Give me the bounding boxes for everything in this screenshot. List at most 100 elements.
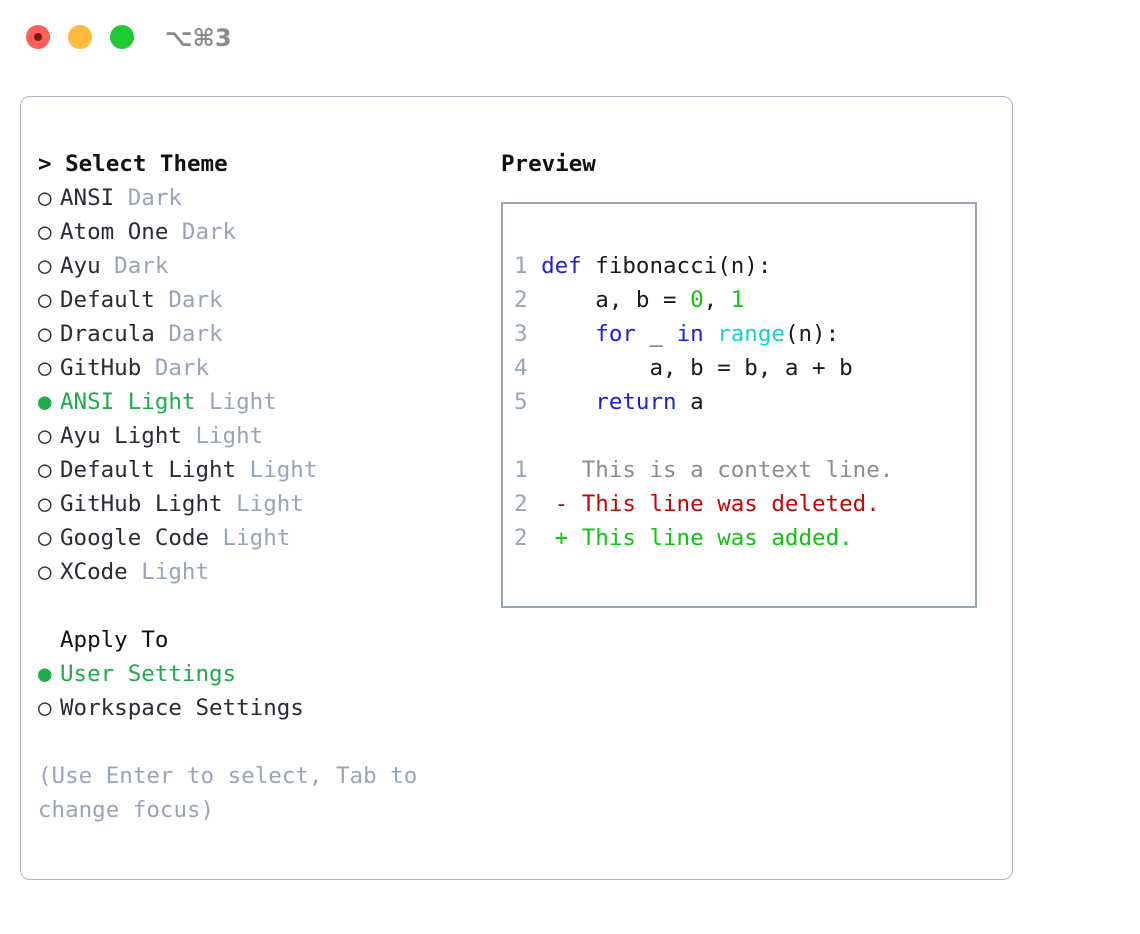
apply-to-header: ○ Apply To [38,623,498,657]
theme-option-variant-badge: Dark [154,321,223,347]
radio-unselected-icon: ○ [38,525,52,551]
apply-to-option-user-settings[interactable]: ● User Settings [38,657,498,691]
theme-option-label: GitHub Light [60,491,223,517]
theme-option-ansi[interactable]: ○ANSI Dark [38,181,498,215]
code-line: 2 a, b = 0, 1 [514,283,969,317]
code-line-number: 4 [514,355,528,381]
radio-unselected-icon: ○ [38,253,52,279]
apply-to-option-label: Workspace Settings [60,695,304,721]
apply-to-header-label: Apply To [60,627,169,653]
apply-to-option-label: User Settings [60,661,237,687]
code-token-builtin: range [717,321,785,347]
code-token-kw: return [595,389,677,415]
diff-line-number: 2 [514,525,528,551]
theme-option-atom-one[interactable]: ○ Atom One Dark [38,215,498,249]
radio-unselected-icon: ○ [38,355,52,381]
theme-option-variant-badge: Light [127,559,210,585]
theme-option-google-code[interactable]: ○Google Code Light [38,521,498,555]
theme-option-variant-badge: Light [236,457,318,483]
theme-option-variant-badge: Dark [168,219,237,245]
radio-unselected-icon: ○ [38,321,52,347]
code-token-plain [704,321,718,347]
theme-option-label: Dracula [60,321,155,347]
theme-option-list: ○ANSI Dark○Atom One Dark○Ayu Dark○Defaul… [38,181,498,589]
theme-selection-column: > Select Theme ○ANSI Dark○Atom One Dark○… [38,147,498,827]
theme-option-dracula[interactable]: ○ Dracula Dark [38,317,498,351]
code-token-plain: fibonacci(n): [595,253,772,279]
traffic-light-controls [26,25,134,49]
diff-line-text: This line was added. [581,525,853,551]
close-window-icon[interactable] [26,25,50,49]
diff-line-number: 1 [514,457,528,483]
diff-line-number: 2 [514,491,528,517]
code-token-num: 1 [730,287,745,313]
theme-option-github-light[interactable]: ○ GitHub Light Light [38,487,498,521]
code-line: 5 return a [514,385,969,419]
title-bar: ⌥⌘3 [0,0,1140,78]
radio-selected-icon: ● [38,661,52,687]
maximize-window-icon[interactable] [110,25,134,49]
code-line-number: 2 [514,287,528,313]
code-token-plain: (n): [784,321,840,347]
code-token-plain: , [703,287,731,313]
code-line: 1 def fibonacci(n): [514,249,969,283]
radio-unselected-icon: ○ [38,219,52,245]
theme-option-variant-badge: Dark [141,355,210,381]
code-token-plain [541,389,595,415]
select-theme-header: > Select Theme [38,151,228,177]
theme-option-default[interactable]: ○Default Dark [38,283,498,317]
radio-unselected-icon: ○ [38,287,52,313]
diff-line-deleted: 2 - This line was deleted. [514,487,969,521]
apply-to-option-workspace-settings[interactable]: ○ Workspace Settings [38,691,498,725]
list-gap-spacer [38,589,498,623]
apply-to-option-list: ● User Settings ○ Workspace Settings [38,657,498,725]
theme-option-variant-badge: Light [181,423,264,449]
theme-option-label: Default [60,287,155,313]
code-token-num: 0 [690,287,704,313]
theme-option-label: ANSI [60,185,115,211]
diff-marker-icon [528,457,582,483]
theme-option-ansi-light[interactable]: ●ANSI Light Light [38,385,498,419]
theme-option-label: Ayu Light [60,423,182,449]
theme-option-github[interactable]: ○ GitHub Dark [38,351,498,385]
code-token-plain: a, b = b, a + b [541,355,853,381]
code-line: 4 a, b = b, a + b [514,351,969,385]
code-line: 3 for _ in range(n): [514,317,969,351]
theme-option-label: Atom One [60,219,169,245]
minimize-window-icon[interactable] [68,25,92,49]
theme-option-label: Default Light [60,457,237,483]
code-token-plain: _ [635,321,677,347]
theme-option-label: GitHub [60,355,142,381]
theme-option-variant-badge: Light [209,525,291,551]
theme-option-ayu-light[interactable]: ○ Ayu Light Light [38,419,498,453]
main-panel: > Select Theme ○ANSI Dark○Atom One Dark○… [20,96,1013,880]
radio-unselected-icon: ○ [38,559,52,585]
diff-marker-icon: - [527,491,582,517]
theme-option-variant-badge: Light [195,389,277,415]
diff-line-context: 1 This is a context line. [514,453,969,487]
theme-option-xcode[interactable]: ○ XCode Light [38,555,498,589]
code-token-plain [541,321,595,347]
radio-unselected-icon: ○ [38,423,52,449]
code-diff-gap [514,419,969,453]
keyboard-shortcut-label: ⌥⌘3 [165,24,232,52]
theme-option-default-light[interactable]: ○ Default Light Light [38,453,498,487]
diff-sample: 1 This is a context line.2 - This line w… [514,453,969,555]
theme-option-variant-badge: Dark [114,185,182,211]
diff-line-text: This line was deleted. [581,491,880,517]
code-line-number: 3 [514,321,528,347]
hint-gap-spacer [38,725,498,759]
theme-option-label: XCode [60,559,128,585]
diff-line-added: 2 + This line was added. [514,521,969,555]
theme-option-label: Ayu [60,253,101,279]
radio-unselected-icon: ○ [38,695,52,721]
theme-option-ayu[interactable]: ○Ayu Dark [38,249,498,283]
radio-unselected-icon: ○ [38,457,52,483]
theme-option-variant-badge: Light [222,491,304,517]
diff-line-text: This is a context line. [581,457,894,483]
radio-unselected-icon: ○ [38,491,52,517]
